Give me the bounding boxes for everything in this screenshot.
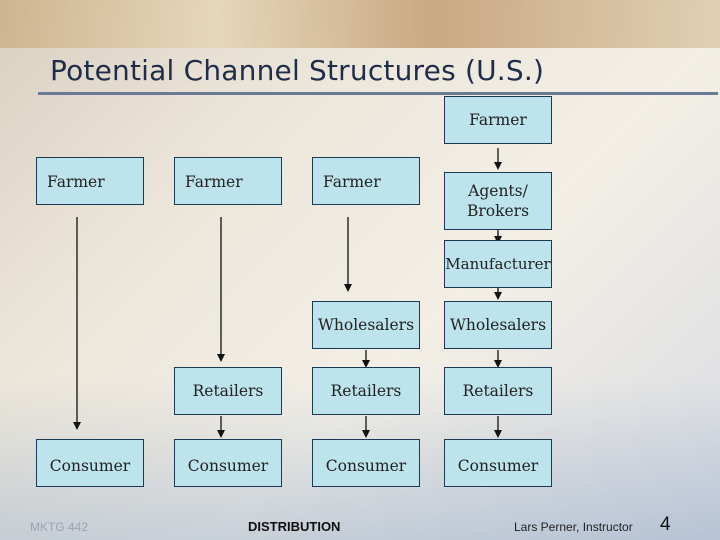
- ch1-consumer-box: Consumer: [36, 439, 144, 487]
- ch4-consumer-box: Consumer: [444, 439, 552, 487]
- page-number: 4: [660, 514, 671, 535]
- footer-course-code: MKTG 442: [30, 520, 89, 534]
- ch2-farmer-box: Farmer: [174, 157, 282, 205]
- ch1-farmer-box: Farmer: [36, 157, 144, 205]
- footer-topic: DISTRIBUTION: [248, 519, 341, 534]
- header-banner-image: [0, 0, 720, 48]
- ch3-retailers-box: Retailers: [312, 367, 420, 415]
- ch4-retailers-box: Retailers: [444, 367, 552, 415]
- slide-title: Potential Channel Structures (U.S.): [50, 54, 545, 87]
- ch4-wholesalers-box: Wholesalers: [444, 301, 552, 349]
- ch4-agents-brokers-label: Agents/ Brokers: [466, 182, 530, 220]
- ch3-farmer-box: Farmer: [312, 157, 420, 205]
- title-divider: [38, 92, 718, 95]
- footer-instructor: Lars Perner, Instructor: [514, 520, 633, 534]
- ch3-consumer-box: Consumer: [312, 439, 420, 487]
- ch4-farmer-box: Farmer: [444, 96, 552, 144]
- ch3-wholesalers-box: Wholesalers: [312, 301, 420, 349]
- ch2-retailers-box: Retailers: [174, 367, 282, 415]
- ch4-agents-brokers-box: Agents/ Brokers: [444, 172, 552, 230]
- ch4-manufacturer-box: Manufacturer: [444, 240, 552, 288]
- ch2-consumer-box: Consumer: [174, 439, 282, 487]
